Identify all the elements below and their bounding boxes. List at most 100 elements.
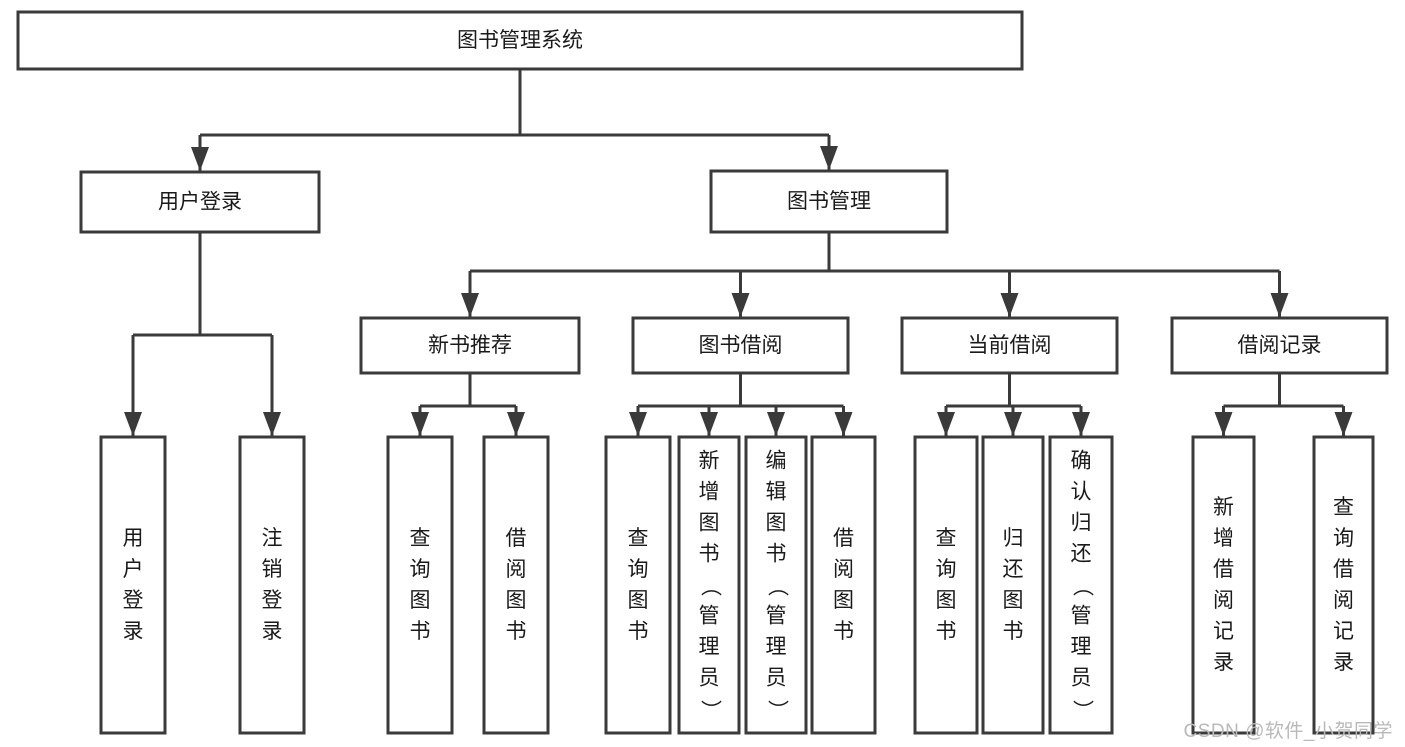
- node-box: [913, 435, 979, 735]
- node-label-char: 销: [262, 558, 283, 581]
- node-label-char: 查: [410, 527, 431, 550]
- node-label-char: 户: [123, 558, 144, 581]
- node-level2-1[interactable]: 图书借阅: [631, 316, 850, 375]
- node-label-char: 阅: [506, 558, 527, 581]
- node-label-char: 管: [1071, 605, 1092, 628]
- node-label-char: 记: [1333, 620, 1354, 643]
- node-box: [631, 316, 850, 375]
- node-label: 当前借阅: [968, 334, 1052, 357]
- node-label-char: 图: [628, 589, 649, 612]
- csdn-watermark: CSDN @软件_小贺同学: [1183, 721, 1393, 742]
- arrow-head-icon: [937, 412, 955, 436]
- arrow-head-icon: [767, 412, 785, 436]
- node-label-char: 增: [699, 481, 720, 504]
- node-level2-2[interactable]: 当前借阅: [900, 316, 1119, 375]
- node-box: [386, 435, 454, 735]
- node-label-char: 管: [699, 605, 720, 628]
- node-label-char: 确: [1071, 450, 1092, 473]
- node-label-char: 员: [699, 667, 720, 690]
- arrow-head-icon: [834, 412, 853, 436]
- node-label-char: 书: [833, 620, 854, 643]
- node-label-char: 记: [1213, 620, 1234, 643]
- node-label-char: 询: [936, 558, 957, 581]
- node-label-char: 图: [410, 589, 431, 612]
- node-label-char: （: [1070, 576, 1093, 597]
- node-label-char: ）: [1070, 700, 1093, 721]
- node-label-char: 阅: [1213, 589, 1234, 612]
- node-label: 用户登录: [158, 191, 242, 214]
- arrow-head-icon: [507, 412, 525, 436]
- node-leaf-0[interactable]: 用户登录: [99, 435, 167, 735]
- edges-layer: [124, 69, 1353, 436]
- node-label-char: 新: [1213, 496, 1234, 519]
- node-label-char: 新: [699, 450, 720, 473]
- node-label-char: 管: [766, 605, 787, 628]
- node-box: [1048, 435, 1114, 735]
- node-label: 图书管理系统: [457, 29, 583, 52]
- node-level1-0[interactable]: 用户登录: [79, 170, 321, 234]
- node-label-char: 员: [766, 667, 787, 690]
- node-label-char: 询: [410, 558, 431, 581]
- node-label-char: 阅: [1333, 589, 1354, 612]
- node-label-char: 阅: [833, 558, 854, 581]
- node-label-char: 图: [766, 512, 787, 535]
- arrow-head-icon: [1004, 412, 1022, 436]
- arrow-head-icon: [411, 412, 429, 436]
- arrow-head-icon: [124, 412, 142, 436]
- node-label: 借阅记录: [1238, 334, 1322, 357]
- node-level2-0[interactable]: 新书推荐: [359, 316, 581, 375]
- node-label-char: 查: [1333, 496, 1354, 519]
- node-label-char: 录: [1213, 651, 1234, 674]
- node-label-char: 注: [262, 527, 283, 550]
- node-level2-3[interactable]: 借阅记录: [1170, 316, 1389, 375]
- node-label-char: 录: [123, 620, 144, 643]
- arrow-head-icon: [1000, 293, 1019, 317]
- node-label-char: 图: [1003, 589, 1024, 612]
- node-label: 新书推荐: [428, 334, 512, 357]
- node-label-char: 辑: [766, 481, 787, 504]
- arrow-head-icon: [1072, 412, 1090, 436]
- node-label-char: 书: [410, 620, 431, 643]
- node-box: [1191, 435, 1256, 735]
- arrow-head-icon: [191, 147, 209, 171]
- node-label-char: 查: [936, 527, 957, 550]
- node-label-char: （: [765, 576, 788, 597]
- node-label-char: 归: [1003, 527, 1024, 550]
- arrow-head-icon: [263, 412, 281, 436]
- node-label-char: 书: [699, 543, 720, 566]
- arrow-head-icon: [1270, 293, 1289, 317]
- node-box: [744, 435, 808, 735]
- node-label-char: 还: [1071, 543, 1092, 566]
- node-box: [238, 435, 306, 735]
- node-box: [1170, 316, 1389, 375]
- node-box: [79, 170, 321, 234]
- node-box: [1312, 435, 1375, 735]
- node-box: [900, 316, 1119, 375]
- node-label-char: 还: [1003, 558, 1024, 581]
- node-label-char: 员: [1071, 667, 1092, 690]
- node-label-char: 查: [628, 527, 649, 550]
- node-label-char: 理: [1071, 636, 1092, 659]
- node-label-char: 登: [262, 589, 283, 612]
- node-label-char: 图: [833, 589, 854, 612]
- node-label-char: 用: [123, 527, 144, 550]
- node-box: [359, 316, 581, 375]
- node-box: [709, 169, 949, 234]
- node-label-char: 借: [506, 527, 527, 550]
- node-box: [810, 435, 877, 735]
- node-label: 图书管理: [787, 190, 871, 213]
- node-root[interactable]: 图书管理系统: [16, 10, 1024, 71]
- node-level1-1[interactable]: 图书管理: [709, 169, 949, 234]
